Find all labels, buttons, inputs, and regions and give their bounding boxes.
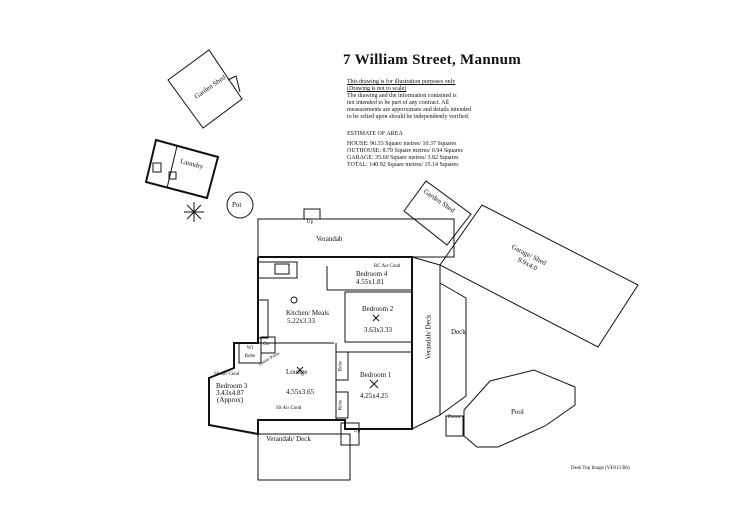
- estimate-outhouse: OUTHOUSE: 8.79 Square metres/ 0.94 Squar…: [347, 148, 463, 154]
- laundry-wall: [166, 145, 178, 189]
- lounge-size: 4.55x3.65: [286, 388, 314, 396]
- bedroom4-size: 4.55x1.81: [356, 278, 384, 286]
- down-steps: [445, 415, 464, 437]
- garden-shed-2-outline: [403, 180, 472, 246]
- disclaimer-line: This drawing is for illustration purpose…: [347, 79, 456, 85]
- laundry-wc: [168, 171, 177, 180]
- disclaimer-line: The drawing and the information containe…: [347, 93, 457, 99]
- disclaimer-line: not intended to be part of any contract.…: [347, 100, 449, 106]
- verandah-deck-bottom-label: Verandah/ Deck: [266, 435, 311, 443]
- estimate-heading: ESTIMATE OF AREA: [347, 131, 403, 137]
- verandah-bottom-outline: [257, 433, 351, 481]
- pot-outline: [226, 191, 254, 219]
- estimate-total: TOTAL: 140.92 Square metres/ 15.14 Squar…: [347, 162, 459, 168]
- kitchen-size: 5.22x3.33: [287, 317, 315, 325]
- kitchen-side-bench: [257, 299, 269, 339]
- rc-air-cond-label: RC Air Cond: [374, 264, 401, 269]
- verandah-top-outline: [257, 218, 455, 258]
- wi-robe-label: WI Robe: [244, 346, 256, 359]
- kitchen-sink: [274, 263, 290, 275]
- robe1-outline: [335, 351, 349, 381]
- laundry-tub: [152, 162, 162, 173]
- bedroom2-size: 3.63x3.33: [364, 326, 392, 334]
- deck-outline: [439, 282, 467, 416]
- disclaimer-line: measurements are approximate and details…: [347, 107, 472, 113]
- kitchen-label: Kitchen/ Meals: [286, 309, 329, 317]
- verandah-deck-right-label: Verandah/ Deck: [424, 314, 433, 360]
- ctr-label: Ctr: [263, 342, 270, 347]
- pool-label: Pool: [511, 408, 524, 416]
- laundry-outline: [144, 138, 220, 200]
- robe1-label: Robe: [338, 360, 344, 372]
- ss-air-cond-2-label: SS Air Cond: [276, 406, 302, 411]
- ctr-outline: [260, 336, 276, 354]
- footer-caption: Desk Top Image (VE013 B6): [571, 466, 630, 471]
- room-markers: [296, 314, 380, 389]
- estimate-house: HOUSE: 96.33 Square metres/ 10.37 Square…: [347, 141, 457, 147]
- kitchen-bench: [257, 261, 298, 279]
- lounge-label: Lounge: [286, 368, 308, 376]
- ss-air-cond-1-label: SS Air Cond: [214, 372, 240, 377]
- pool-outline: [463, 369, 576, 448]
- pot-label: Pot: [232, 201, 242, 209]
- compass-rose-icon: [184, 202, 204, 222]
- garage-outline: [439, 204, 639, 348]
- bedroom1-size: 4.25x4.25: [360, 392, 388, 400]
- top-steps: [303, 208, 321, 220]
- deck-label: Deck: [451, 328, 466, 336]
- disclaimer-line: to be relied upon should be independentl…: [347, 114, 470, 120]
- bedroom4-label: Bedroom 4: [356, 270, 388, 278]
- up-top-label: Up: [307, 220, 314, 225]
- verandah-deck-right: [411, 256, 441, 430]
- page-title: 7 William Street, Mannum: [343, 52, 522, 68]
- estimate-garage: GARAGE: 35.60 Square metres/ 3.82 Square…: [347, 155, 459, 161]
- up-bottom-label: Up: [354, 429, 361, 434]
- bedroom3-size: 3.43x4.87: [216, 389, 244, 397]
- shed-door: [227, 75, 241, 93]
- down-label: Down: [448, 415, 461, 420]
- garden-shed-outline: [167, 49, 243, 129]
- bedroom2-outline: [344, 291, 413, 343]
- bedroom2-label: Bedroom 2: [362, 305, 394, 313]
- bottom-steps: [340, 422, 360, 446]
- robe2-outline: [335, 391, 349, 419]
- bedroom3-label: Bedroom 3: [216, 382, 248, 390]
- bedroom3-note: (Approx): [217, 396, 244, 404]
- bedroom1-label: Bedroom 1: [360, 371, 392, 379]
- stove-icon: [290, 296, 298, 304]
- robe2-label: Robe: [338, 399, 344, 411]
- disclaimer-line: (Drawing is not to scale): [347, 86, 407, 92]
- verandah-top-label: Verandah: [316, 235, 343, 243]
